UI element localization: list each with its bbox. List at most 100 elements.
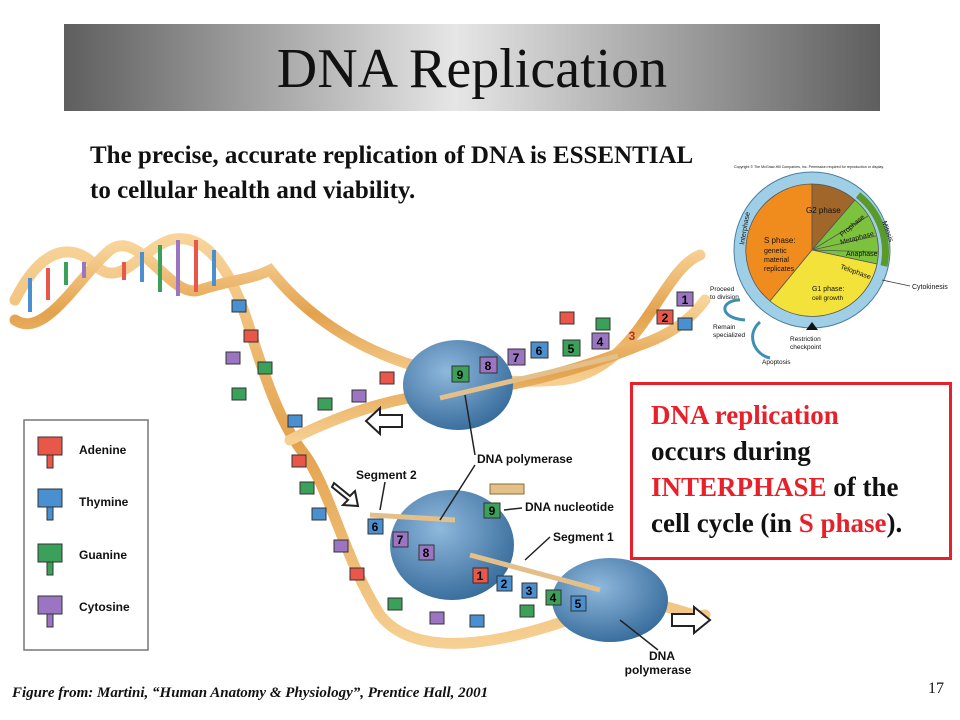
nucleotide-tile xyxy=(333,539,349,553)
nucleotide-tile xyxy=(429,611,445,625)
cytokinesis-label: Cytokinesis xyxy=(912,284,948,291)
mitosis-outer-arc xyxy=(855,192,889,267)
nucleotide-number: 7 xyxy=(513,351,520,365)
legend-swatch xyxy=(37,436,63,456)
nucleotide-tile xyxy=(379,371,395,385)
legend-stem xyxy=(46,506,54,521)
proceed-label-0: Proceed xyxy=(710,286,735,293)
nucleotide-tile xyxy=(451,365,470,383)
pointer-line xyxy=(503,507,523,511)
nucleotide-tile xyxy=(483,502,501,519)
page-number: 17 xyxy=(928,680,944,697)
apoptosis-label: Apoptosis xyxy=(762,359,791,366)
top-enzyme-nucleotides: 9 8 7 6 5 4 xyxy=(451,332,610,383)
primer-strip-bottom xyxy=(469,552,601,593)
nucleotide-tile xyxy=(299,481,315,495)
nucleotide-tile xyxy=(351,389,367,403)
legend-item-thymine: Thymine xyxy=(37,488,129,521)
nucleotide-number: 6 xyxy=(372,520,379,534)
nucleotide-tile xyxy=(225,351,241,365)
template-nucleotides xyxy=(225,299,693,628)
restriction-label-1: checkpoint xyxy=(790,344,821,351)
dna-backbone xyxy=(9,233,711,649)
info-line-3: INTERPHASE of the xyxy=(651,469,941,505)
restriction-label-0: Restriction xyxy=(790,336,821,343)
legend-label: Adenine xyxy=(79,443,127,457)
figure-caption: Figure from: Martini, “Human Anatomy & P… xyxy=(12,685,489,701)
nucleotide-tile xyxy=(545,589,562,606)
nucleotide-number: 9 xyxy=(489,504,496,518)
nucleotide-tile xyxy=(231,387,247,401)
pointer-lines xyxy=(379,394,659,651)
slide-title: DNA Replication xyxy=(276,38,668,100)
info-line-4-pre: cell cycle (in xyxy=(651,508,799,538)
nucleotide-tile xyxy=(479,356,498,374)
nucleotide-tile xyxy=(243,329,259,343)
g1-phase-label-0: G1 phase: xyxy=(812,286,844,293)
legend-label: Guanine xyxy=(79,548,127,562)
legend-stem xyxy=(46,454,54,469)
legend-item-cytosine: Cytosine xyxy=(37,595,130,628)
nucleotide-number: 9 xyxy=(457,368,464,382)
legend-stem xyxy=(46,561,54,576)
nucleotide-tile xyxy=(418,544,435,561)
s-phase-label-3: replicates xyxy=(764,266,794,273)
remain-label-0: Remain xyxy=(713,324,736,331)
subtitle-line-2: to cellular health and viability. xyxy=(90,177,416,204)
direction-arrow-diagonal xyxy=(330,481,360,508)
base-pairs xyxy=(28,240,216,312)
nucleotide-tile xyxy=(519,604,535,618)
pointer-line xyxy=(379,481,386,511)
free-nucleotide: 9 xyxy=(483,483,525,519)
s-phase-label-1: genetic xyxy=(764,248,787,255)
info-line-1: DNA replication xyxy=(651,400,839,430)
g1-phase-wedge xyxy=(769,249,878,317)
nucleotide-tile xyxy=(257,361,273,375)
s-phase-label-0: S phase: xyxy=(764,236,796,245)
g1-phase-label-1: cell growth xyxy=(812,295,843,302)
legend-item-adenine: Adenine xyxy=(37,436,127,469)
nucleotide-tile xyxy=(317,397,333,411)
nucleotide-number: 4 xyxy=(597,335,604,349)
legend-stem xyxy=(46,613,54,628)
dna-polymerase-bottom-label-1: DNA xyxy=(649,649,675,663)
nucleotide-tile xyxy=(287,414,303,428)
nucleotide-tile xyxy=(496,575,513,592)
nucleotide-number: 3 xyxy=(629,329,636,343)
parent-strand-a xyxy=(9,233,711,649)
nucleotide-tile xyxy=(472,567,489,584)
pointer-line xyxy=(464,394,476,456)
info-line-3-rest: of the xyxy=(826,472,899,502)
nucleotide-number: 4 xyxy=(550,591,557,605)
nucleotide-tile xyxy=(507,348,526,366)
legend-swatch xyxy=(37,488,63,508)
legend-swatch xyxy=(37,543,63,563)
segment-2-label: Segment 2 xyxy=(356,468,417,482)
nucleotide-tile xyxy=(311,507,327,521)
legend-label: Thymine xyxy=(79,495,129,509)
info-line-4-post: ). xyxy=(886,508,903,538)
s-phase-label-2: material xyxy=(764,257,789,264)
mitosis-divider xyxy=(811,235,877,251)
nucleotide-tile xyxy=(677,317,693,331)
nucleotide-tile xyxy=(367,518,384,535)
segment-1-label: Segment 1 xyxy=(553,530,614,544)
interphase-info-box: DNA replication occurs during INTERPHASE… xyxy=(630,382,952,560)
legend-label: Cytosine xyxy=(79,600,130,614)
cell-cycle-copyright: Copyright © The McGraw-Hill Companies, I… xyxy=(734,165,884,169)
dna-nucleotide-label: DNA nucleotide xyxy=(525,500,614,514)
nucleotide-tile xyxy=(562,339,581,357)
g2-phase-label: G2 phase xyxy=(806,206,841,215)
dna-polymerase-label: DNA polymerase xyxy=(477,452,573,466)
cell-cycle-diagram: Copyright © The McGraw-Hill Companies, I… xyxy=(710,165,948,366)
daughter-strand xyxy=(284,294,711,446)
legend-swatch xyxy=(37,595,63,615)
nucleotide-tile xyxy=(349,567,365,581)
nucleotide-number: 1 xyxy=(682,293,689,307)
nucleotide-number: 8 xyxy=(485,359,492,373)
remain-label-1: specialized xyxy=(713,332,746,339)
nucleotide-tile xyxy=(570,595,587,612)
exit-arrows xyxy=(723,298,771,360)
nucleotide-number: 2 xyxy=(662,311,669,325)
nucleotide-number: 3 xyxy=(526,584,533,598)
